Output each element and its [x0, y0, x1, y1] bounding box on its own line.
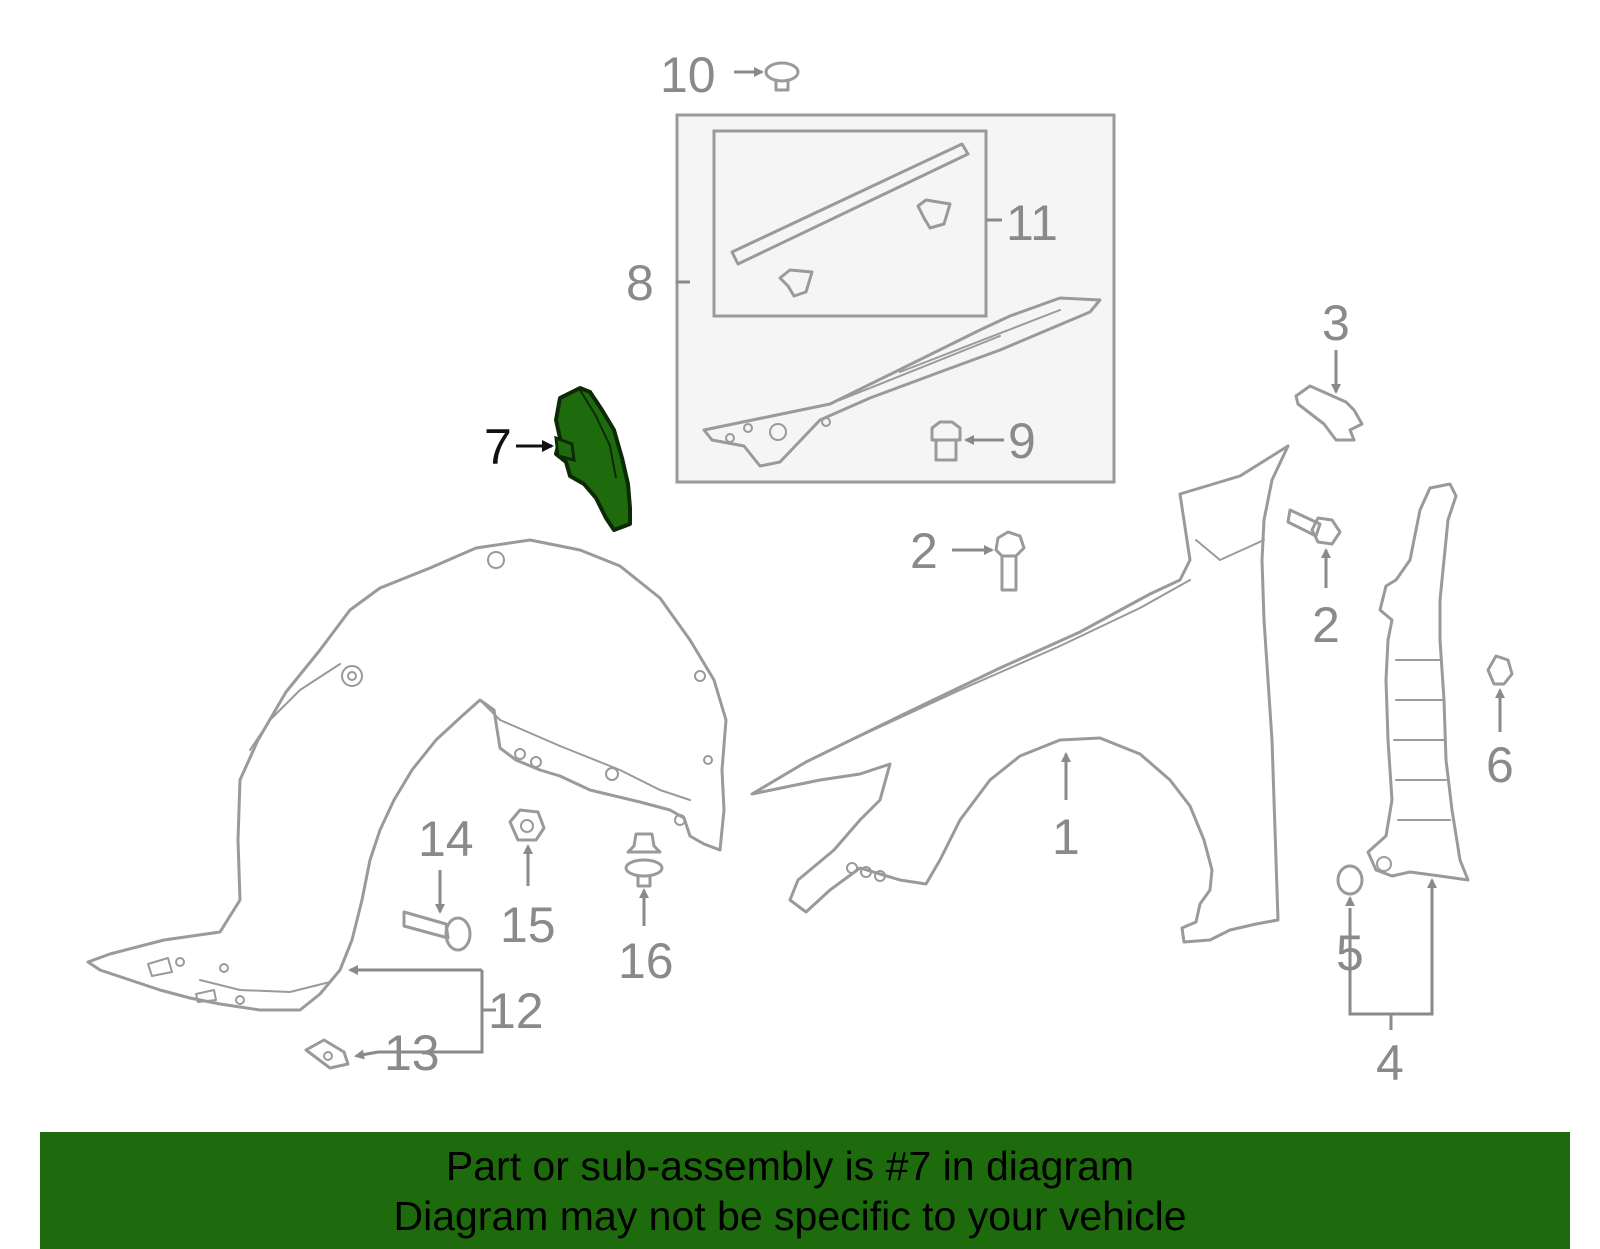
part-14-screw — [402, 910, 472, 952]
part-2-bolt-a — [994, 530, 1026, 592]
callout-14: 14 — [418, 811, 474, 867]
callout-2b: 2 — [1312, 597, 1340, 653]
callout-3: 3 — [1322, 295, 1350, 351]
part-9-bolt — [930, 420, 962, 462]
info-banner: Part or sub-assembly is #7 in diagram Di… — [40, 1132, 1570, 1249]
part-6-clip — [1486, 654, 1514, 686]
callout-13: 13 — [384, 1025, 440, 1081]
callout-4: 4 — [1376, 1035, 1404, 1091]
banner-line-1: Part or sub-assembly is #7 in diagram — [445, 1142, 1135, 1189]
callout-5: 5 — [1336, 925, 1364, 981]
callout-10: 10 — [660, 47, 716, 103]
part-5-washer — [1336, 864, 1364, 896]
callout-2a: 2 — [910, 523, 938, 579]
part-2-bolt-b — [1286, 508, 1342, 546]
part-15-nut — [508, 808, 546, 842]
banner-line-2: Diagram may not be specific to your vehi… — [393, 1192, 1187, 1239]
part-7-bracket — [554, 386, 632, 532]
callout-1: 1 — [1052, 809, 1080, 865]
part-11-moulding — [730, 142, 970, 298]
part-8-rail — [702, 296, 1102, 468]
part-12-fender-liner — [86, 538, 728, 1012]
callout-12: 12 — [488, 983, 544, 1039]
callout-9: 9 — [1008, 413, 1036, 469]
part-16-clip — [624, 832, 664, 888]
callout-16: 16 — [618, 933, 674, 989]
part-3-bracket — [1294, 384, 1364, 442]
part-1-fender — [750, 444, 1290, 944]
callout-7: 7 — [484, 419, 512, 475]
callout-15: 15 — [500, 897, 556, 953]
part-10-clip — [764, 61, 800, 92]
leader-lines — [348, 67, 1505, 1060]
callout-8: 8 — [626, 255, 654, 311]
part-13-clip — [304, 1038, 350, 1070]
callout-11: 11 — [1006, 195, 1058, 251]
callout-6: 6 — [1486, 737, 1514, 793]
part-4-panel — [1366, 482, 1470, 882]
